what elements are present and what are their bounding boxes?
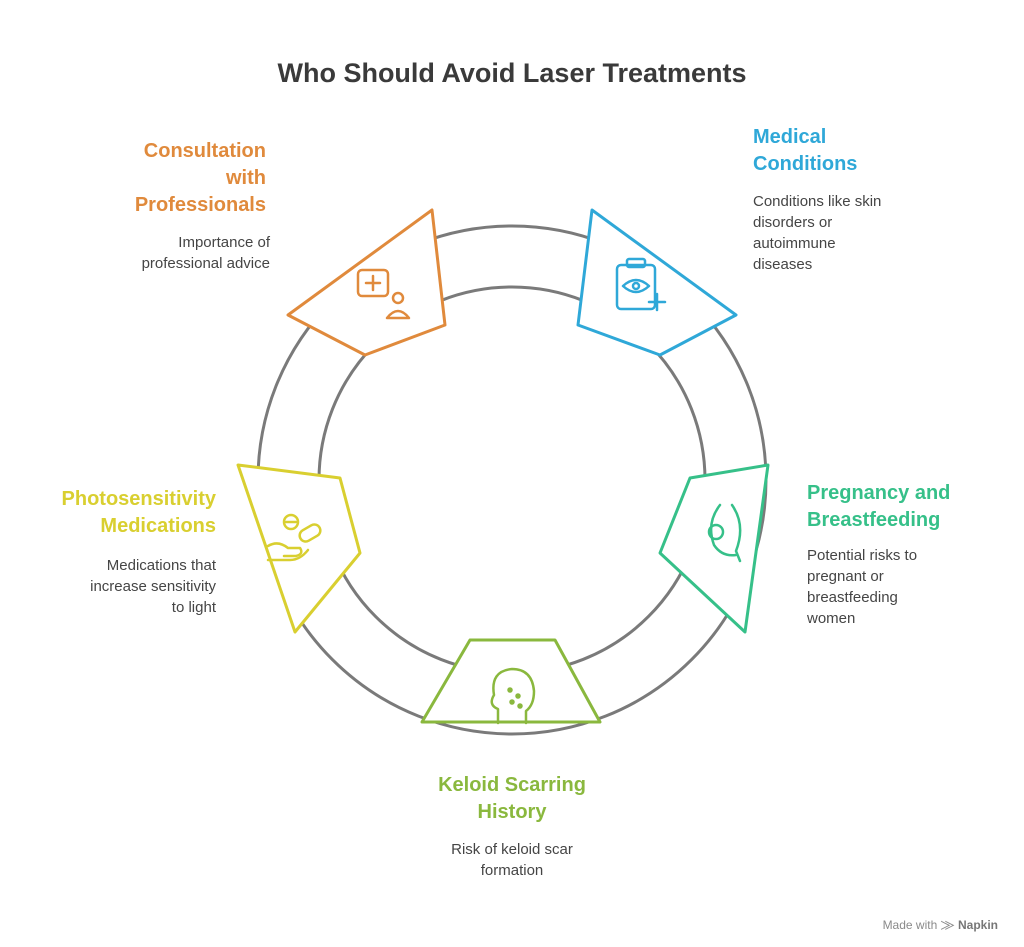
pregnancy-heading-line-2: Breastfeeding <box>807 509 941 531</box>
pill-hand-icon <box>266 513 322 562</box>
photosensitivity-desc-line-2: increase sensitivity <box>90 578 216 595</box>
footer-attribution: Made with ⨠ Napkin <box>883 918 998 933</box>
page-title: Who Should Avoid Laser Treatments <box>277 58 747 88</box>
medical-description: Conditions like skin disorders or autoim… <box>753 191 993 275</box>
keloid-desc-line-1: Risk of keloid scar <box>451 841 573 858</box>
photosensitivity-description: Medications that increase sensitivity to… <box>20 555 216 618</box>
medical-desc-line-3: autoimmune <box>753 235 836 252</box>
pregnancy-segment <box>658 463 770 634</box>
keloid-heading-line-1: Keloid Scarring <box>438 774 586 796</box>
photosensitivity-segment <box>236 463 362 634</box>
pregnancy-desc-line-1: Potential risks to <box>807 547 918 564</box>
consultation-desc-line-2: professional advice <box>141 255 270 272</box>
pregnancy-description: Potential risks to pregnant or breastfee… <box>807 545 1007 629</box>
photosensitivity-desc-line-3: to light <box>171 599 216 616</box>
medical-segment <box>576 208 738 357</box>
pregnancy-desc-line-4: women <box>807 610 856 627</box>
pregnancy-icon <box>707 503 742 563</box>
medical-desc-line-4: diseases <box>753 256 813 273</box>
consultation-description: Importance of professional advice <box>80 232 270 274</box>
photosensitivity-heading-line-1: Photosensitivity <box>61 488 216 510</box>
consultation-segment <box>286 208 447 357</box>
consultation-desc-line-1: Importance of <box>178 234 270 251</box>
medical-heading-line-1: Medical <box>753 126 827 148</box>
pregnancy-desc-line-3: breastfeeding <box>807 589 898 606</box>
pregnancy-heading-line-1: Pregnancy and <box>807 482 951 504</box>
keloid-heading: Keloid Scarring History <box>392 772 632 826</box>
consultation-heading-line-1: Consultation <box>143 140 266 162</box>
medical-heading: Medical Conditions <box>753 124 993 178</box>
napkin-brand: Napkin <box>957 918 998 932</box>
keloid-desc-line-2: formation <box>480 862 544 879</box>
keloid-heading-line-2: History <box>477 801 547 823</box>
medical-clipboard-icon <box>615 257 667 312</box>
medical-heading-line-2: Conditions <box>753 153 858 175</box>
photosensitivity-desc-line-1: Medications that <box>106 557 216 574</box>
pregnancy-heading: Pregnancy and Breastfeeding <box>807 480 1007 534</box>
keloid-segment <box>420 638 602 725</box>
medical-desc-line-2: disorders or <box>753 214 833 231</box>
keloid-description: Risk of keloid scar formation <box>392 839 632 881</box>
medical-desc-line-1: Conditions like skin <box>753 193 882 210</box>
pregnancy-desc-line-2: pregnant or <box>807 568 884 585</box>
consultation-heading: Consultation with Professionals <box>80 138 266 219</box>
made-with-label: Made with <box>882 918 938 932</box>
consultation-heading-line-2: with <box>226 167 266 189</box>
napkin-logo-icon: ⨠ <box>940 918 955 932</box>
consultation-heading-line-3: Professionals <box>134 194 266 216</box>
doctor-consultation-icon <box>356 268 411 320</box>
photosensitivity-heading: Photosensitivity Medications <box>20 486 216 540</box>
photosensitivity-heading-line-2: Medications <box>100 515 216 537</box>
face-scar-icon <box>490 667 536 725</box>
